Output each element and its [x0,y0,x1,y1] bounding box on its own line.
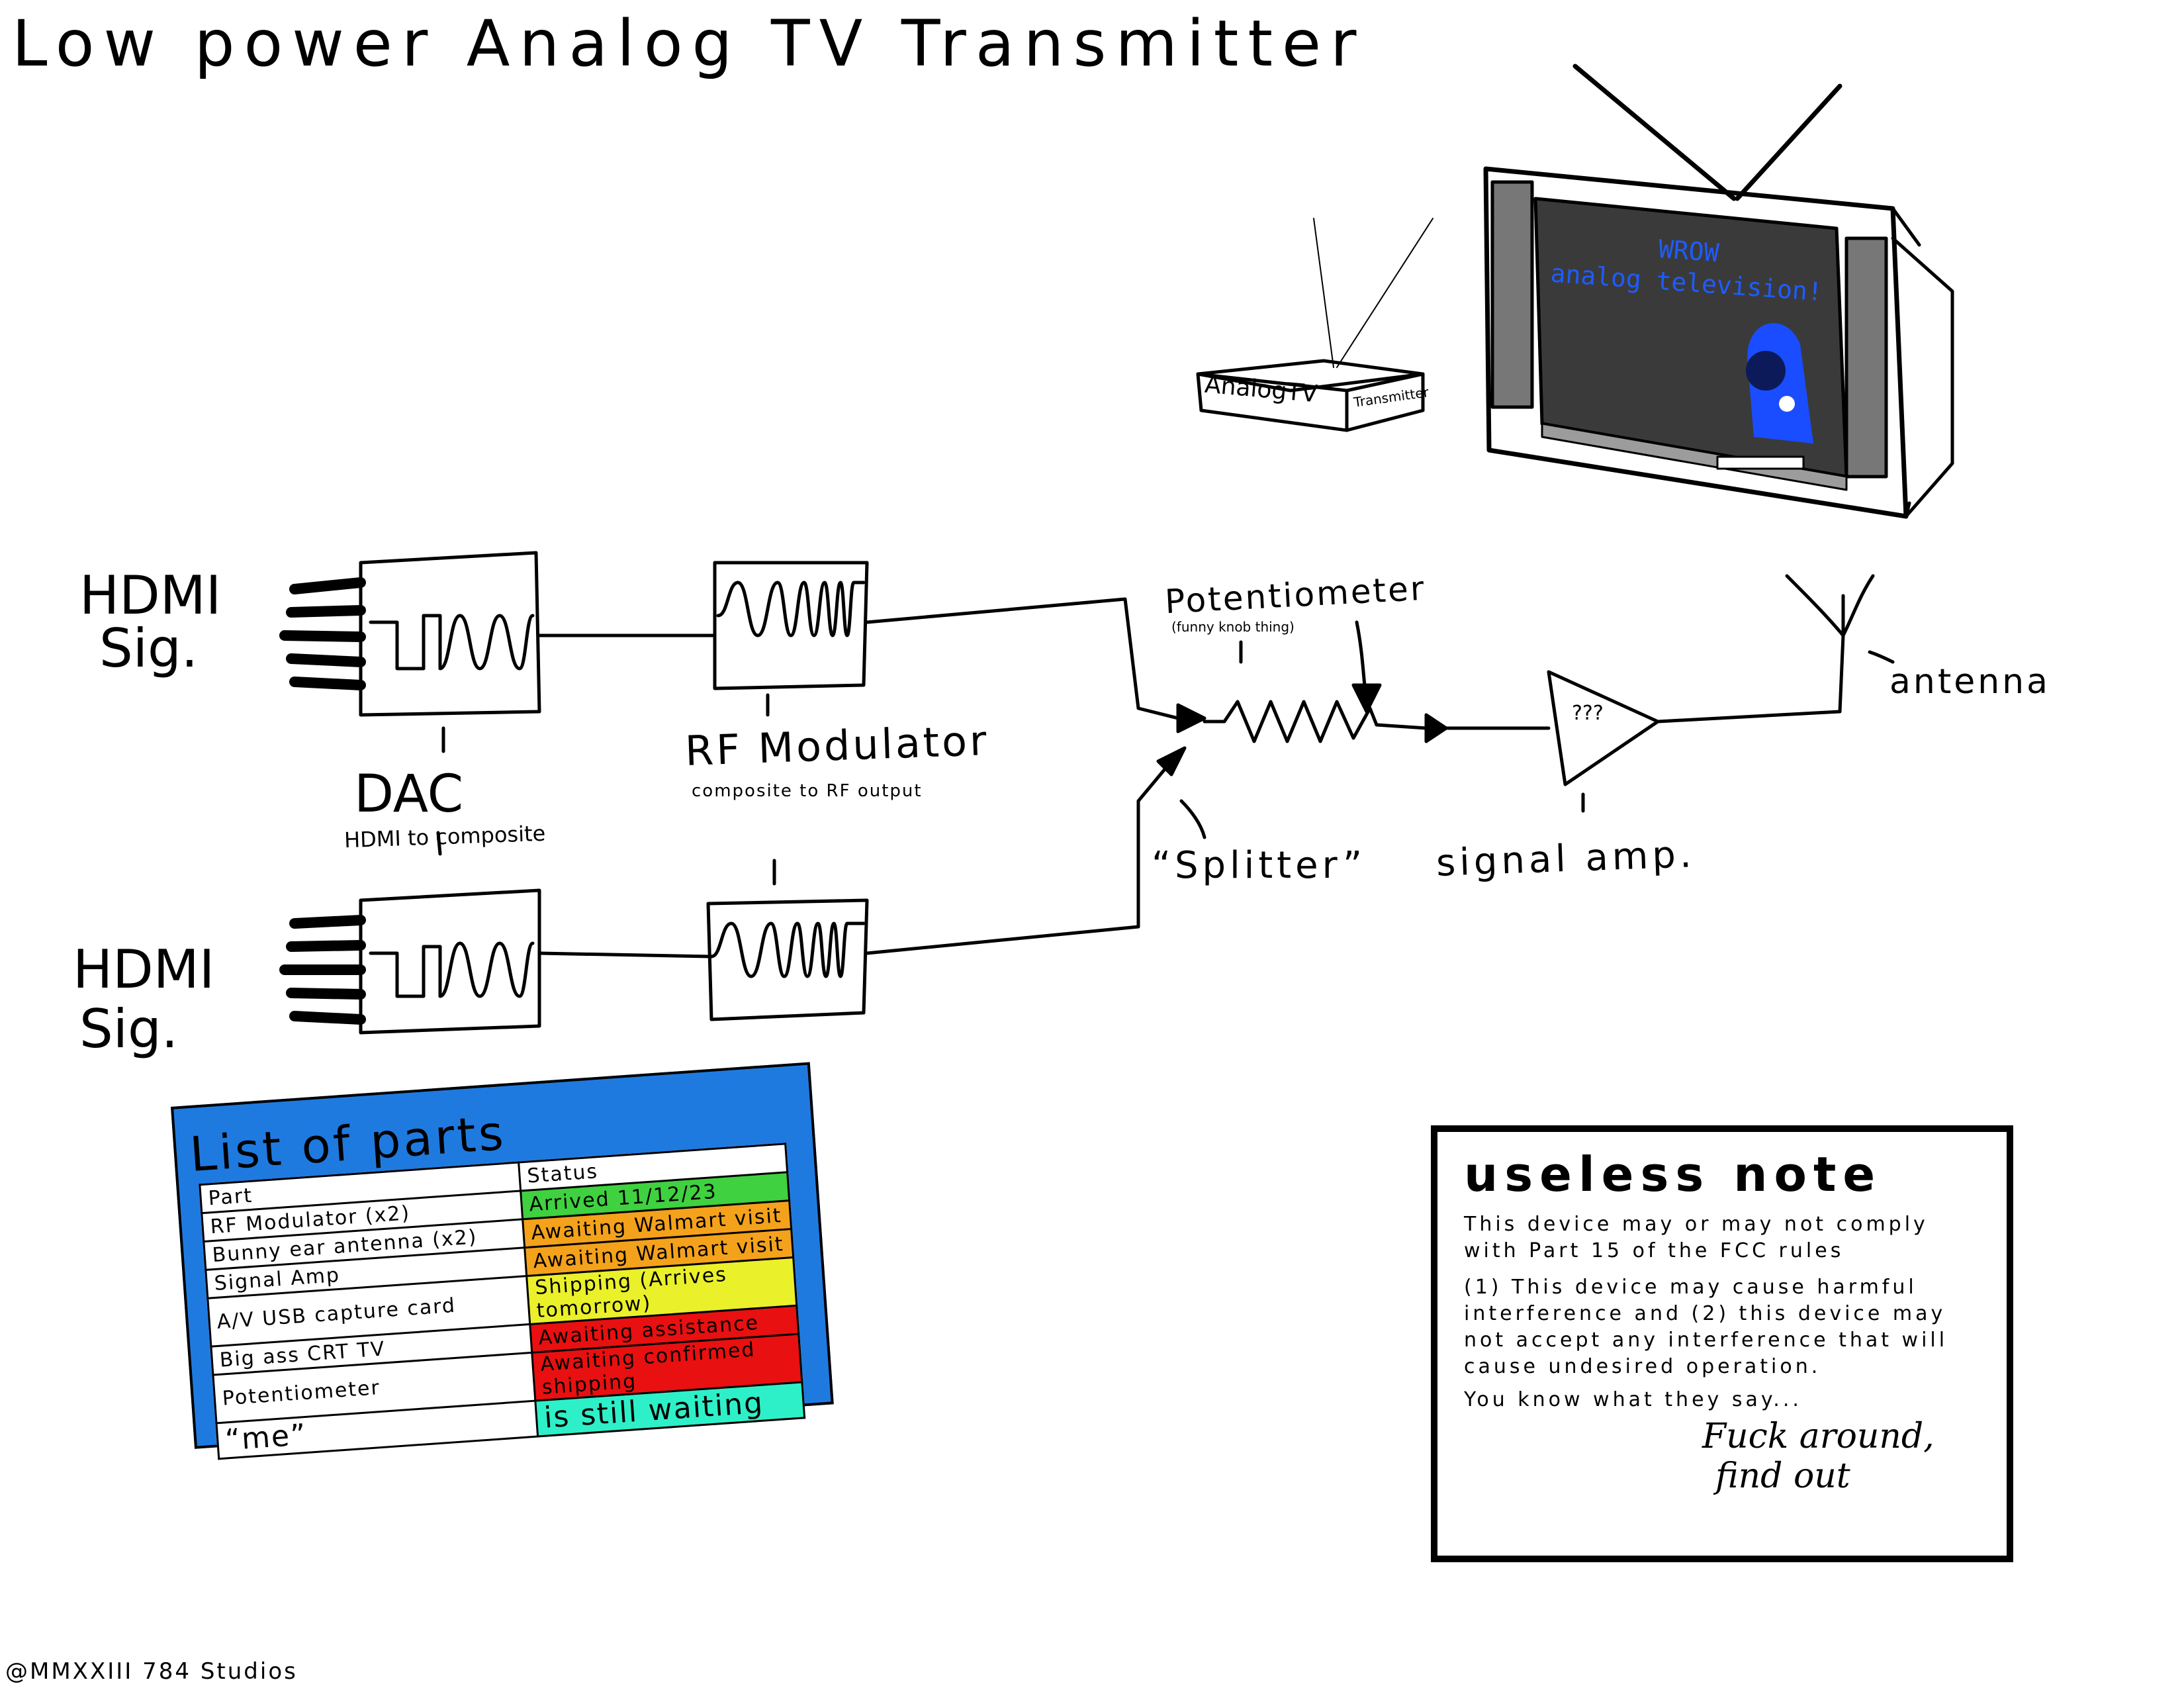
signal-amp-label: signal amp. [1435,833,1696,885]
wire-rf-splitter-bottom [865,759,1173,955]
note-signoff-line-2: find out [1715,1456,1850,1496]
rf-waveform-top [716,581,866,637]
leader-dac-bottom [436,831,442,856]
hdmi-bottom-label: HDMI Sig. [73,940,214,1059]
amp-inner-label: ??? [1572,702,1604,725]
parts-table: Part Status RF Modulator (x2) Arrived 11… [199,1143,806,1460]
antenna-pointer [1868,650,1895,664]
page-title: Low power Analog TV Transmitter [12,7,1366,81]
potentiometer-wiper-head [1351,683,1382,714]
wire-rf-splitter-top [865,597,1180,720]
arrow-in-bottom [1156,746,1187,776]
hdmi-connector-bottom [279,915,366,1025]
dac-box-top [359,551,541,717]
wire-pot-amp [1375,723,1551,730]
mascot-figure [1746,322,1813,444]
hdmi-top-label: HDMI Sig. [79,569,221,675]
antenna-symbol [1785,574,1875,637]
rf-box-bottom [706,898,869,1021]
arrow-pot-amp [1424,713,1448,743]
rf-modulator-sub-label: composite to RF output [692,781,923,801]
potentiometer-sub-label: (funny knob thing) [1171,619,1295,635]
note-line-3: You know what they say... [1464,1388,1802,1411]
rf-box-top [713,561,869,690]
note-signoff-line-1: Fuck around, [1702,1417,1934,1456]
hdmi-connector-top [279,577,366,690]
hdmi-bottom-label-line-1: HDMI [73,939,215,1000]
parts-list-panel: List of parts Part Status RF Modulator (… [171,1062,834,1460]
copyright-text: @MMXXIII 784 Studios [5,1658,298,1685]
dac-label: DAC [354,765,464,824]
leader-splitter [1179,799,1206,839]
hdmi-bottom-label-line-2: Sig. [79,998,179,1060]
transmitter-device [1196,218,1433,432]
note-signoff: Fuck around, find out [1702,1417,1967,1496]
note-title: useless note [1464,1147,1882,1202]
signal-amp-triangle [1547,670,1660,786]
antenna-label: antenna [1889,662,2050,702]
note-line-2: (1) This device may cause harmful interf… [1464,1276,1948,1378]
wire-dac-rf-bottom [537,951,713,959]
useless-note-panel: useless note This device may or may not … [1431,1125,2013,1562]
potentiometer-resistor [1203,700,1379,743]
hdmi-top-label-line-2: Sig. [99,618,199,679]
dac-waveform-bottom [369,941,535,998]
splitter-label: “Splitter” [1152,844,1366,887]
arrow-in-top [1176,703,1206,733]
rf-waveform-bottom [709,921,866,978]
dac-box-bottom [359,888,541,1035]
hdmi-top-label-line-1: HDMI [79,565,222,626]
note-line-1: This device may or may not comply with P… [1464,1213,1929,1262]
wire-amp-antenna [1656,633,1845,724]
dac-waveform-top [369,614,535,671]
